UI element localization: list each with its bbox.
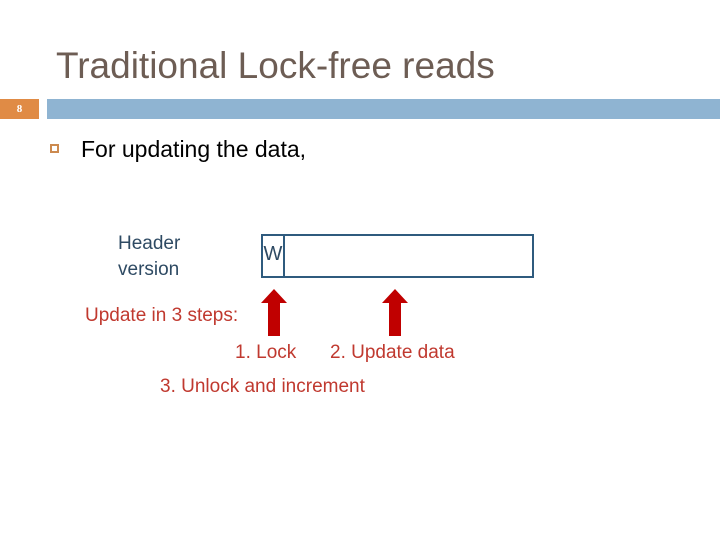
step-1-lock-label: 1. Lock (235, 342, 297, 363)
writer-flag-label: W (263, 243, 283, 265)
slide-title: Traditional Lock-free reads (56, 45, 495, 86)
slide-accent-row: 8 (0, 99, 720, 119)
square-outline-bullet-icon (50, 144, 59, 153)
steps-intro-label: Update in 3 steps: (85, 305, 239, 326)
slide-number-text: 8 (16, 103, 23, 115)
accent-bar (47, 99, 720, 119)
bullet-item-label: For updating the data, (81, 136, 307, 162)
writer-flag-cell: W (263, 236, 285, 276)
lock-arrow-icon (261, 289, 287, 336)
data-region-cell (285, 236, 532, 276)
step-2-update-data-label: 2. Update data (330, 342, 455, 363)
slide-number-badge: 8 (0, 99, 39, 119)
update-data-arrow-icon (382, 289, 408, 336)
record-box: W (261, 234, 534, 278)
step-3-unlock-label: 3. Unlock and increment (160, 376, 365, 397)
